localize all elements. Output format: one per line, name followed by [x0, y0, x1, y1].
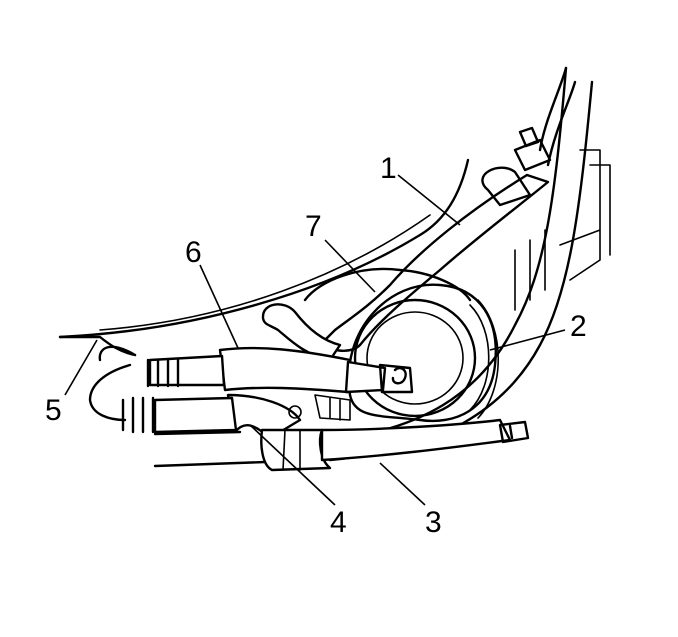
line-5-left: [58, 335, 137, 357]
hose-4-nut: [121, 396, 155, 434]
frame-arc: [58, 158, 470, 339]
callout-4: 4: [330, 506, 347, 539]
callout-3: 3: [425, 506, 442, 539]
pulley-inner: [366, 311, 464, 405]
callout-2: 2: [570, 310, 587, 343]
frame-arc-upper: [99, 214, 431, 331]
callout-6: 6: [185, 236, 202, 269]
reservoir-top: [303, 267, 472, 302]
leader-2: [489, 329, 566, 351]
hose-1-top: [538, 66, 577, 167]
clamp-3: [260, 428, 332, 472]
line-5-a: [88, 363, 132, 422]
hose-3: [320, 418, 512, 462]
callout-7: 7: [305, 210, 322, 243]
pulley-ribs: [469, 299, 500, 419]
leader-4: [249, 424, 336, 506]
right-brackets: [559, 149, 611, 281]
hose-6-fitting: [378, 363, 414, 394]
pulley: [353, 298, 477, 418]
hose-4: [226, 393, 302, 440]
bracket: [314, 394, 351, 421]
hose-4-line-left: [153, 396, 238, 434]
leader-7: [324, 239, 376, 293]
hose-6-nut: [146, 358, 180, 388]
frame-rail-lower-2: [153, 430, 242, 436]
right-tube-outer: [328, 66, 568, 442]
leader-5: [64, 339, 98, 396]
callout-1: 1: [380, 152, 397, 185]
leader-6: [199, 264, 239, 349]
bracket-bolt: [288, 405, 302, 419]
clamp-3-bands: [282, 429, 301, 471]
hose-6-line-left: [148, 354, 226, 387]
hose-1: [318, 173, 550, 352]
leader-1: [397, 174, 461, 226]
bolt: [498, 420, 530, 444]
hose-7: [261, 303, 342, 362]
callout-5: 5: [45, 394, 62, 427]
line-5-b: [98, 345, 137, 362]
reservoir-cap: [481, 166, 532, 207]
frame-rail-lower: [153, 460, 267, 468]
right-vent-lines: [514, 229, 546, 311]
leader-3: [379, 462, 426, 506]
